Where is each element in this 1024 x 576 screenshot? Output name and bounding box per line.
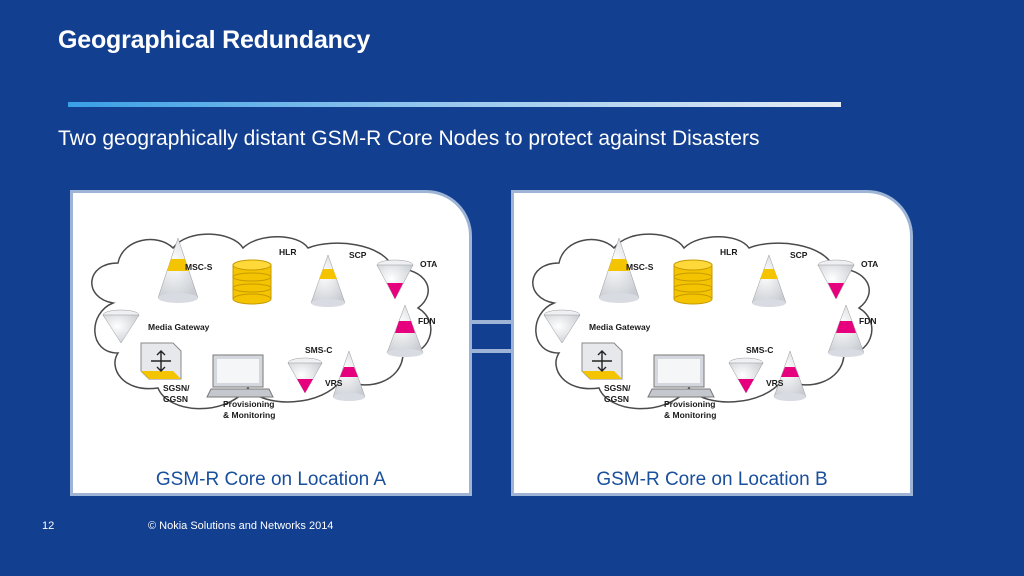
media-gateway-cone-icon bbox=[543, 309, 581, 344]
panel-caption: GSM-R Core on Location B bbox=[596, 469, 828, 490]
core-panel-location-a: MSC-S HLR SCP OTA FDN bbox=[70, 190, 472, 496]
msc-label: MSC-S bbox=[185, 262, 213, 272]
smsc-cone-icon bbox=[287, 357, 323, 394]
fdn-label: FDN bbox=[418, 316, 435, 326]
media-gateway-label: Media Gateway bbox=[589, 322, 651, 332]
hlr-label: HLR bbox=[720, 247, 737, 257]
ota-cone-icon bbox=[817, 259, 855, 300]
msc-label: MSC-S bbox=[626, 262, 654, 272]
link-line-top bbox=[472, 320, 511, 324]
slide-subtitle: Two geographically distant GSM-R Core No… bbox=[58, 127, 760, 150]
smsc-label: SMS-C bbox=[746, 345, 773, 355]
vrs-label: VRS bbox=[325, 378, 343, 388]
smsc-label: SMS-C bbox=[305, 345, 332, 355]
ota-label: OTA bbox=[861, 259, 878, 269]
slide-title: Geographical Redundancy bbox=[58, 26, 371, 54]
fdn-cone-icon bbox=[386, 304, 424, 357]
provisioning-label-2: & Monitoring bbox=[664, 410, 716, 420]
fdn-label: FDN bbox=[859, 316, 876, 326]
msc-cone-icon bbox=[598, 237, 640, 303]
smsc-cone-icon bbox=[728, 357, 764, 394]
monitor-icon bbox=[647, 354, 715, 398]
vrs-label: VRS bbox=[766, 378, 784, 388]
hlr-label: HLR bbox=[279, 247, 296, 257]
hlr-database-icon bbox=[673, 259, 713, 305]
scp-label: SCP bbox=[790, 250, 808, 260]
media-gateway-label: Media Gateway bbox=[148, 322, 210, 332]
msc-cone-icon bbox=[157, 237, 199, 303]
sgsn-label-2: GGSN bbox=[604, 394, 629, 404]
copyright-notice: © Nokia Solutions and Networks 2014 bbox=[148, 520, 334, 532]
sgsn-router-icon bbox=[581, 342, 623, 380]
scp-cone-icon bbox=[751, 254, 787, 307]
hlr-database-icon bbox=[232, 259, 272, 305]
ota-label: OTA bbox=[420, 259, 437, 269]
link-line-bottom bbox=[472, 349, 511, 353]
sgsn-router-icon bbox=[140, 342, 182, 380]
sgsn-label-1: SGSN/ bbox=[604, 383, 631, 393]
sgsn-label-1: SGSN/ bbox=[163, 383, 190, 393]
vrs-cone-icon bbox=[332, 350, 366, 401]
fdn-cone-icon bbox=[827, 304, 865, 357]
vrs-cone-icon bbox=[773, 350, 807, 401]
title-underline bbox=[68, 102, 841, 107]
scp-cone-icon bbox=[310, 254, 346, 307]
scp-label: SCP bbox=[349, 250, 367, 260]
ota-cone-icon bbox=[376, 259, 414, 300]
provisioning-label-1: Provisioning bbox=[664, 399, 715, 409]
network-diagram: MSC-S HLR SCP OTA FDN bbox=[91, 233, 437, 420]
core-panel-location-b: MSC-S HLR SCP OTA FDN bbox=[511, 190, 913, 496]
page-number: 12 bbox=[42, 520, 55, 532]
panel-caption: GSM-R Core on Location A bbox=[155, 469, 387, 490]
network-diagram: MSC-S HLR SCP OTA FDN bbox=[532, 233, 878, 420]
provisioning-label-1: Provisioning bbox=[223, 399, 274, 409]
monitor-icon bbox=[206, 354, 274, 398]
media-gateway-cone-icon bbox=[102, 309, 140, 344]
sgsn-label-2: GGSN bbox=[163, 394, 188, 404]
provisioning-label-2: & Monitoring bbox=[223, 410, 275, 420]
